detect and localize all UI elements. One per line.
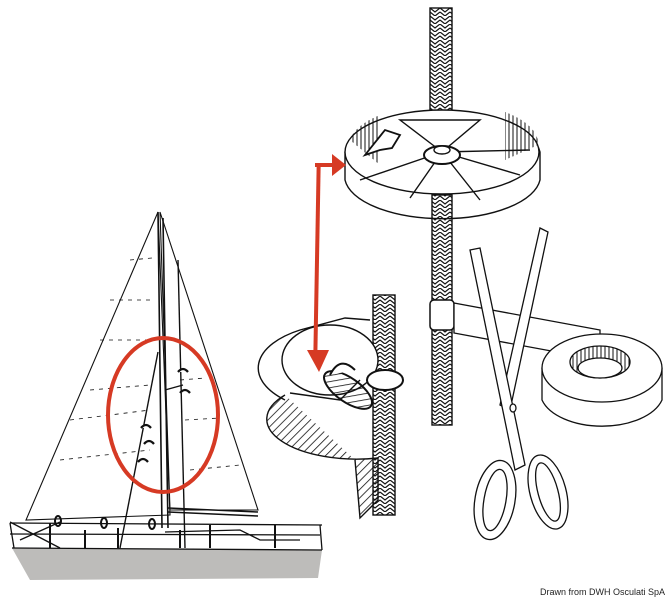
hull [12,548,322,580]
credit-caption: Drawn from DWH Osculati SpA [539,587,665,597]
mast [157,211,169,529]
disc-guard-bottom [257,294,404,520]
highlight-ellipse [106,336,220,494]
red-arrow [307,154,346,372]
scissors [469,227,569,541]
disc-guard-top [344,7,541,426]
mainsail [159,211,259,511]
jib-sail [25,211,171,521]
sailboat [9,211,323,580]
